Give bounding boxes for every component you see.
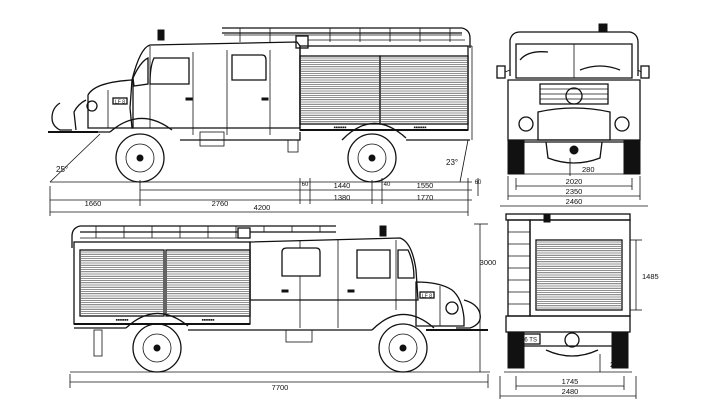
approach-angle: 25° (56, 165, 68, 174)
dim-total-mid: 4200 (254, 203, 271, 212)
dim-rear-body: 1770 (417, 193, 434, 202)
departure-angle: 23° (446, 158, 458, 167)
dim-gap-right-edge: 60 (475, 180, 482, 186)
dim-front-overhang: 1660 (85, 199, 102, 208)
dim-pump-height: 1485 (642, 272, 659, 281)
body-compartment-bottom: ■■■■■■ ■■■■■■ (73, 241, 251, 325)
dim-front-track: 2020 (566, 177, 583, 186)
dim-rear-overhang: 1440 (334, 181, 351, 190)
dim-small-gap-left: 60 (302, 182, 309, 188)
dim-length: 7700 (272, 383, 289, 392)
front-wheel-top (115, 133, 165, 183)
svg-text:■■■■■■: ■■■■■■ (414, 126, 427, 130)
cab-badge-top: LF 8 (115, 100, 125, 106)
cab-badge-box-bottom (419, 291, 435, 299)
roof-ladder-top (222, 27, 471, 49)
dim-front-clearance: 280 (582, 165, 595, 174)
dim-rear-track: 1745 (562, 377, 579, 386)
dim-height: 3000 (480, 258, 497, 267)
svg-text:■■■■■■: ■■■■■■ (202, 318, 215, 322)
dim-wheelbase: 2760 (212, 199, 229, 208)
dimension-lines-top (49, 178, 479, 216)
cab-top (129, 29, 301, 135)
cab-bottom (249, 225, 419, 328)
rear-plate-text: 16 TS (521, 338, 537, 344)
front-wheel-bottom (378, 323, 428, 373)
side-view-top: LF 8 ■■■■■■ ■■■■■■ (48, 27, 482, 216)
svg-text:■■■■■■: ■■■■■■ (116, 318, 129, 322)
rear-wheel-top (347, 133, 397, 183)
cab-badge-box-top (112, 97, 128, 105)
body-compartment-top: ■■■■■■ ■■■■■■ (299, 45, 473, 140)
dim-rear-clearance: 280 (610, 360, 623, 369)
svg-text:■■■■■■: ■■■■■■ (334, 126, 347, 130)
chassis-bottom (74, 312, 435, 357)
dim-rear-width: 2480 (562, 387, 579, 396)
front-view: 280 2020 2350 2460 (496, 23, 650, 207)
dim-small-gap-right: 40 (384, 182, 391, 188)
dim-tail-length: 1550 (417, 181, 434, 190)
dim-front-wheel-track: 2350 (566, 187, 583, 196)
dim-body-span: 1380 (334, 193, 351, 202)
cab-badge-bottom: LF 8 (422, 294, 432, 300)
side-view-bottom: ■■■■■■ ■■■■■■ LF 8 (69, 223, 497, 392)
roof-ladder-bottom (71, 225, 336, 248)
rear-wheel-bottom (132, 323, 182, 373)
dim-front-width: 2460 (566, 197, 583, 206)
chassis-top (98, 117, 470, 153)
rear-view: 16 TS 280 1485 1745 2480 (499, 213, 659, 399)
